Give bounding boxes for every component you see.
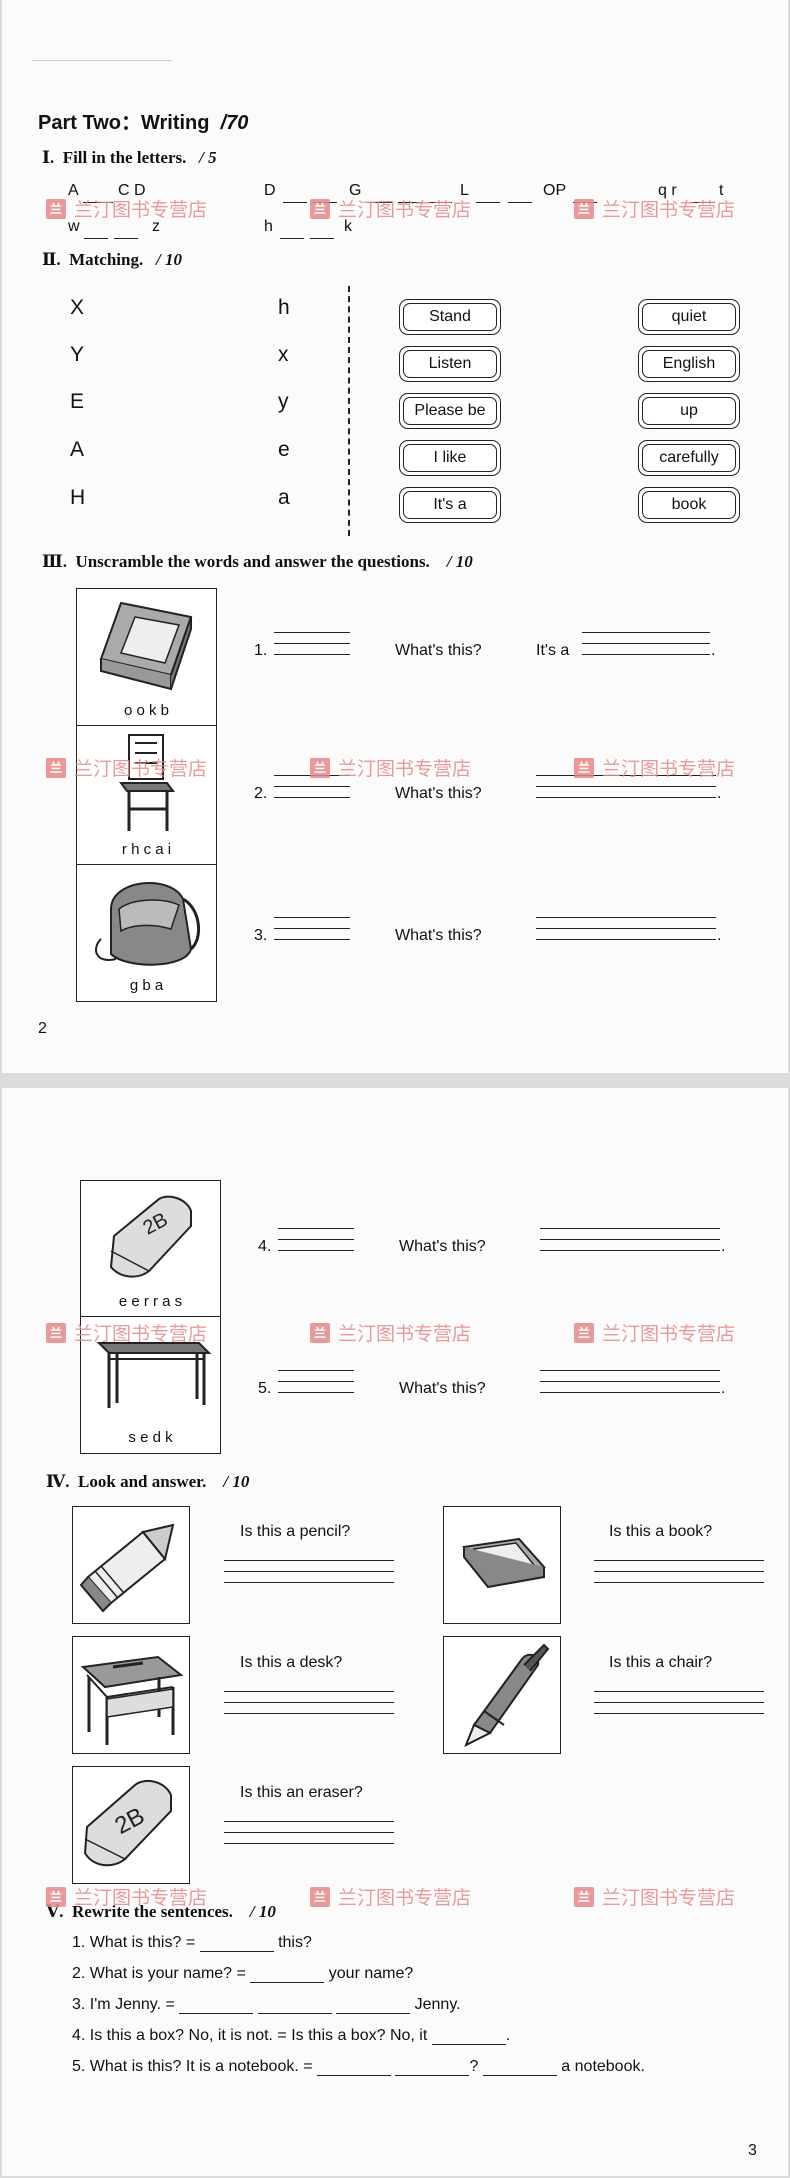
question-text: Is this a desk? xyxy=(240,1654,343,1671)
phrase-box: Listen xyxy=(399,346,501,382)
picture-desk xyxy=(72,1636,190,1754)
answer-lines[interactable] xyxy=(536,917,716,950)
word-box: English xyxy=(638,346,740,382)
match-letter: x xyxy=(278,343,289,366)
picture-column-2: 2B e e r r a s s e d k xyxy=(80,1180,221,1454)
section-5-heading: Ⅴ. Rewrite the sentences. / 10 xyxy=(46,1902,276,1921)
eraser-icon: 2B xyxy=(83,1779,172,1867)
phrase-box: Stand xyxy=(399,299,501,335)
scrambled-letters: o o k b xyxy=(123,702,170,719)
watermark: 兰兰汀图书专营店 xyxy=(310,195,471,222)
phrase-box: I like xyxy=(399,440,501,476)
answer-lines[interactable] xyxy=(224,1691,394,1724)
match-letter: y xyxy=(278,390,289,413)
word-box: up xyxy=(638,393,740,429)
page-2: Part Two：Writing /70 Ⅰ. Fill in the lett… xyxy=(2,0,788,1073)
scrambled-letters: e e r r a s xyxy=(118,1293,183,1310)
part-title: Part Two：Writing /70 xyxy=(38,112,249,134)
desk-icon xyxy=(80,1655,184,1745)
answer-lines[interactable] xyxy=(224,1821,394,1854)
answer-lines[interactable] xyxy=(540,1370,720,1403)
watermark: 兰兰汀图书专营店 xyxy=(574,195,735,222)
book-icon xyxy=(99,601,193,691)
chair-icon xyxy=(119,734,175,831)
blank[interactable] xyxy=(431,2044,506,2045)
blank[interactable] xyxy=(257,2013,332,2014)
blank[interactable] xyxy=(317,2075,392,2076)
question-text: Is this a book? xyxy=(609,1523,713,1540)
answer-lines[interactable] xyxy=(536,775,716,808)
bag-icon xyxy=(95,882,201,966)
match-letter: X xyxy=(70,296,85,319)
answer-lines[interactable] xyxy=(224,1560,394,1593)
blank[interactable] xyxy=(482,2075,557,2076)
question-text: Is this a pencil? xyxy=(240,1523,351,1540)
match-letter: e xyxy=(278,438,290,461)
watermark: 兰兰汀图书专营店 xyxy=(310,754,471,781)
word-box: quiet xyxy=(638,299,740,335)
answer-lines[interactable] xyxy=(594,1691,764,1724)
header-decoration xyxy=(32,60,172,71)
desk-icon xyxy=(96,1342,212,1408)
rewrite-line-3: 3. I'm Jenny. = Jenny. xyxy=(72,1996,461,2014)
phrase-box: It's a xyxy=(399,487,501,523)
letters-row-2: w z h k xyxy=(68,218,468,248)
match-letter: H xyxy=(70,486,86,509)
scrambled-letters: g b a xyxy=(129,977,164,994)
blank[interactable] xyxy=(395,2075,470,2076)
scrambled-letters: s e d k xyxy=(128,1429,173,1446)
book-icon xyxy=(462,1537,546,1589)
word-box: carefully xyxy=(638,440,740,476)
rewrite-line-2: 2. What is your name? = your name? xyxy=(72,1965,414,1983)
match-letter: h xyxy=(278,296,290,319)
page-3: 2B e e r r a s s e d k 4. What's this? .… xyxy=(2,1088,788,2176)
watermark: 兰兰汀图书专营店 xyxy=(46,195,207,222)
question-text: Is this a chair? xyxy=(609,1654,713,1671)
answer-lines[interactable] xyxy=(540,1228,720,1261)
section-3-heading: Ⅲ. Unscramble the words and answer the q… xyxy=(42,552,473,571)
picture-column-1: o o k b r h c a i g b a xyxy=(76,588,217,1002)
pencil-icon xyxy=(79,1523,175,1613)
page-number: 2 xyxy=(38,1020,47,1037)
section-1-heading: Ⅰ. Fill in the letters. / 5 xyxy=(42,148,217,167)
section-2-heading: Ⅱ. Matching. / 10 xyxy=(42,250,182,269)
picture-pencil xyxy=(72,1506,190,1624)
scrambled-letters: r h c a i xyxy=(121,841,172,858)
answer-lines[interactable] xyxy=(594,1560,764,1593)
match-letter: A xyxy=(70,438,85,461)
match-letter: E xyxy=(70,390,85,413)
blank[interactable] xyxy=(250,1982,325,1983)
divider-dashed xyxy=(348,286,350,536)
rewrite-line-5: 5. What is this? It is a notebook. = ? a… xyxy=(72,2058,645,2076)
word-box: book xyxy=(638,487,740,523)
blank[interactable] xyxy=(336,2013,411,2014)
question-text: Is this an eraser? xyxy=(240,1784,363,1801)
letters-row-1: A C D D G L OP q r t xyxy=(68,182,768,222)
rewrite-line-1: 1. What is this? = this? xyxy=(72,1934,312,1952)
watermark: 兰兰汀图书专营店 xyxy=(574,1319,735,1346)
match-letter: a xyxy=(278,486,290,509)
watermark: 兰兰汀图书专营店 xyxy=(46,1883,207,1910)
section-4-heading: Ⅳ. Look and answer. / 10 xyxy=(46,1472,250,1491)
watermark: 兰兰汀图书专营店 xyxy=(310,1883,471,1910)
phrase-box: Please be xyxy=(399,393,501,429)
pen-icon xyxy=(464,1643,550,1748)
watermark: 兰兰汀图书专营店 xyxy=(46,754,207,781)
match-letter: Y xyxy=(70,343,85,366)
watermark: 兰兰汀图书专营店 xyxy=(574,1883,735,1910)
blank[interactable] xyxy=(199,1951,274,1952)
page-number: 3 xyxy=(748,2142,757,2159)
picture-pen xyxy=(443,1636,561,1754)
watermark: 兰兰汀图书专营店 xyxy=(574,754,735,781)
picture-eraser: 2B xyxy=(72,1766,190,1884)
blank[interactable] xyxy=(179,2013,254,2014)
picture-book xyxy=(443,1506,561,1624)
watermark: 兰兰汀图书专营店 xyxy=(310,1319,471,1346)
answer-lines[interactable] xyxy=(582,632,710,665)
eraser-icon: 2B xyxy=(109,1195,192,1278)
watermark: 兰兰汀图书专营店 xyxy=(46,1319,207,1346)
rewrite-line-4: 4. Is this a box? No, it is not. = Is th… xyxy=(72,2027,511,2045)
